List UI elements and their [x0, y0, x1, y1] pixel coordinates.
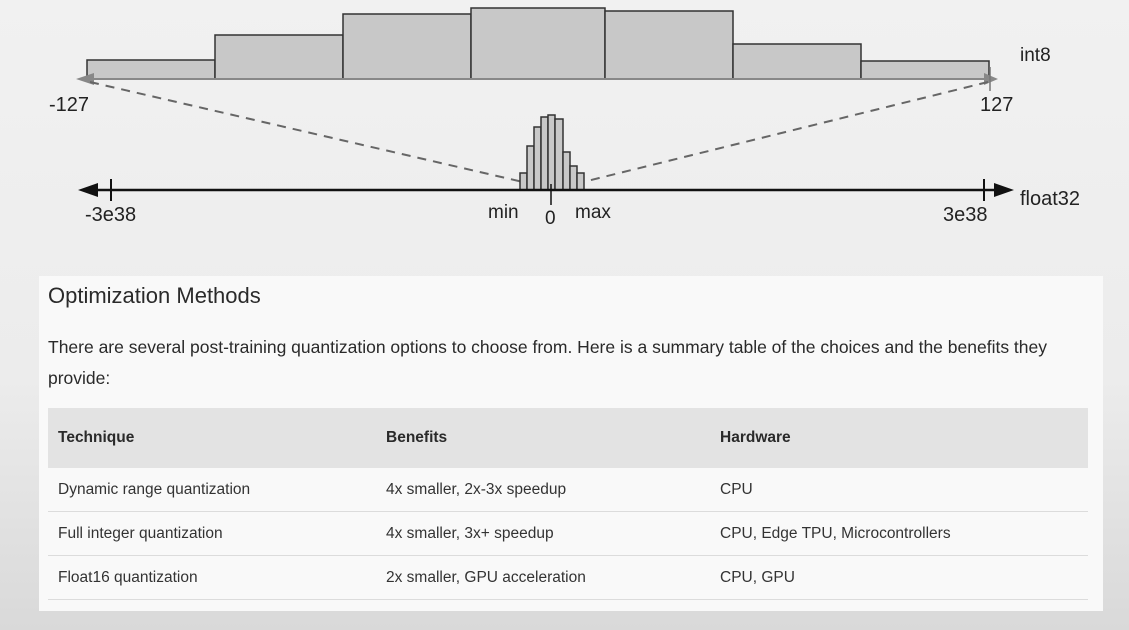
int8-histogram — [86, 7, 990, 80]
int8-bin — [860, 60, 990, 80]
technique-cell: Full integer quantization — [48, 511, 376, 556]
float32-bin — [554, 118, 564, 191]
float32-bin — [569, 165, 578, 191]
int8-max-label: 127 — [980, 94, 1013, 116]
float32-bin — [540, 116, 549, 191]
quantization-diagram: int8 -127 127 float32 -3e38 3e38 min 0 m… — [49, 7, 1080, 229]
int8-bin — [732, 43, 862, 80]
float32-axis-left-arrow — [78, 183, 98, 197]
table-row: Dynamic range quantization 4x smaller, 2… — [48, 468, 1088, 512]
float32-bin — [526, 145, 535, 191]
mapping-line-left — [89, 81, 524, 183]
int8-bin — [604, 10, 734, 80]
float32-max-label: 3e38 — [943, 204, 988, 226]
hardware-cell: CPU, Edge TPU, Microcontrollers — [710, 511, 1088, 556]
technique-cell: Dynamic range quantization — [48, 468, 376, 512]
column-header-benefits: Benefits — [376, 408, 710, 468]
int8-bin — [470, 7, 606, 80]
table-row: Float16 quantization 2x smaller, GPU acc… — [48, 555, 1088, 600]
float32-min-label: -3e38 — [85, 204, 136, 226]
section-description: There are several post-training quantiza… — [48, 337, 1048, 388]
section-title: Optimization Methods — [48, 283, 261, 308]
float32-zero-label: 0 — [545, 208, 556, 229]
int8-bin — [342, 13, 472, 80]
table-header-row: Technique Benefits Hardware — [48, 408, 1088, 468]
float32-max-marker-label: max — [575, 202, 611, 223]
float32-bin — [576, 172, 585, 191]
int8-min-label: -127 — [49, 94, 89, 116]
quantization-summary-table: Technique Benefits Hardware Dynamic rang… — [48, 408, 1088, 600]
column-header-technique: Technique — [48, 408, 376, 468]
hardware-cell: CPU, GPU — [710, 555, 1088, 600]
benefits-cell: 2x smaller, GPU acceleration — [376, 555, 710, 600]
float32-bin — [519, 172, 528, 191]
optimization-methods-card: Optimization Methods There are several p… — [39, 276, 1103, 611]
benefits-cell: 4x smaller, 3x+ speedup — [376, 511, 710, 556]
benefits-cell: 4x smaller, 2x-3x speedup — [376, 468, 710, 512]
int8-axis-left-arrow — [76, 73, 94, 85]
int8-bin — [214, 34, 344, 80]
float32-bin — [562, 151, 571, 191]
float32-histogram — [519, 114, 585, 191]
int8-axis-label: int8 — [1020, 45, 1051, 66]
technique-cell: Float16 quantization — [48, 555, 376, 600]
float32-min-marker-label: min — [488, 202, 519, 223]
float32-bin — [533, 126, 542, 191]
int8-bin — [86, 59, 216, 80]
table-row: Full integer quantization 4x smaller, 3x… — [48, 511, 1088, 556]
float32-axis-right-arrow — [994, 183, 1014, 197]
mapping-line-right — [582, 81, 989, 183]
float32-bin — [547, 114, 556, 191]
column-header-hardware: Hardware — [710, 408, 1088, 468]
hardware-cell: CPU — [710, 468, 1088, 512]
float32-axis-label: float32 — [1020, 188, 1080, 210]
